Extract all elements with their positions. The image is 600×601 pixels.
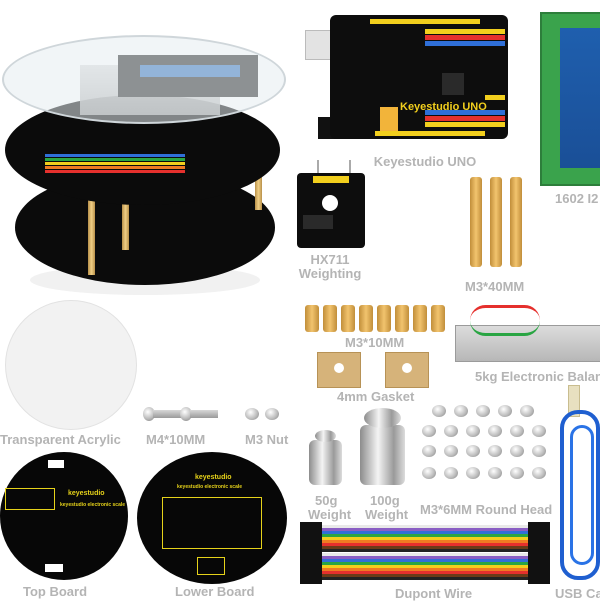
label-hx711-line1: HX711 [310,252,350,267]
label-dupont-wire: Dupont Wire [395,586,473,601]
lcd-screen [560,28,600,168]
scale-post [88,195,95,275]
m3-40mm-standoff [510,177,522,267]
uno-capacitor [380,107,398,131]
hx711-board [297,173,365,248]
gasket-piece [317,352,361,388]
scale-post [122,200,129,250]
m4-10mm-screw [143,407,183,421]
m3-6mm-screws [420,405,555,495]
label-lower-board: Lower Board [175,584,255,599]
label-weight-100g-line2: Weight [365,507,409,522]
gasket-piece [385,352,429,388]
hx711-pins [317,160,351,175]
label-lcd-1602: 1602 I2 [555,191,599,206]
keyestudio-uno: Keyestudio UNO Keyestudio UNO [300,12,510,169]
uno-chip [442,73,464,95]
label-m3-10mm: M3*10MM [345,335,405,350]
m3-40mm-standoff [470,177,482,267]
label-m3-40mm: M3*40MM [465,279,525,294]
label-weight-50g-line2: Weight [308,507,352,522]
label-transparent-acrylic: Transparent Acrylic [0,432,121,447]
uno-board: Keyestudio UNO [330,15,508,139]
label-m4-10mm: M4*10MM [146,432,206,447]
scale-ribbon-cable [45,150,185,180]
label-top-board: Top Board [23,584,88,599]
scale-post [255,170,262,210]
weight-50g-knob [315,430,336,442]
label-m3-6mm: M3*6MM Round Head [420,502,553,517]
dupont-wire [300,522,550,584]
m3-nut [265,408,279,420]
m3-10mm-standoffs [305,305,445,333]
top-board-text: keyestudio electronic scale [60,502,126,508]
top-board-brand: keyestudio [68,490,105,497]
weight-50g [309,440,342,485]
label-hx711-line2: Weighting [298,266,362,281]
label-usb-cable: USB Ca [555,586,600,601]
weight-100g-knob [364,408,401,428]
transparent-acrylic-disc [5,300,137,430]
top-board: keyestudio keyestudio electronic scale [0,452,128,580]
uno-silkscreen: Keyestudio UNO [400,101,487,113]
label-load-cell: 5kg Electronic Balan [475,369,600,384]
label-weight-100g-line1: 100g [370,493,400,508]
weight-100g [360,425,405,485]
lower-board: keyestudio keyestudio electronic scale [137,452,287,584]
label-gasket-4mm: 4mm Gasket [337,389,415,404]
usb-cable [560,385,600,580]
label-keyestudio-uno: Keyestudio UNO [373,154,477,169]
m3-nut [245,408,259,420]
assembled-scale [0,20,290,300]
label-m3-nut: M3 Nut [245,432,289,447]
lower-board-brand: keyestudio [195,474,232,481]
label-weight-50g-line1: 50g [315,493,338,508]
lcd-1602 [540,12,600,186]
scale-acrylic-top [2,35,286,124]
load-cell-wires [470,305,540,336]
m3-40mm-standoff [490,177,502,267]
lower-board-text: keyestudio electronic scale [177,484,243,490]
m4-10mm-screw [180,407,220,421]
hx711-module: HX711 Weighting [295,160,370,281]
